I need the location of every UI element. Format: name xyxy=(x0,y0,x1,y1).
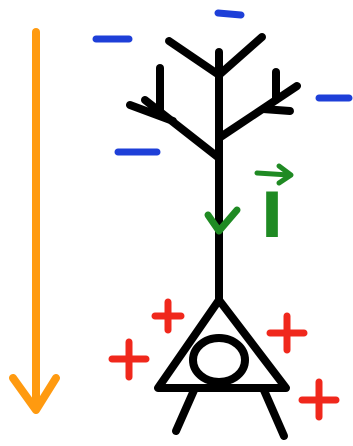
side-down-arrow-icon xyxy=(13,32,56,410)
current-vector-symbol: I xyxy=(257,166,291,252)
plus-sign-icon xyxy=(270,316,304,350)
minus-sign-icon xyxy=(218,13,241,15)
current-label: I xyxy=(260,179,283,252)
plus-sign-icon xyxy=(302,382,336,417)
plus-sign-icon xyxy=(112,342,146,377)
positive-charges xyxy=(112,302,336,417)
plus-sign-icon xyxy=(155,302,181,330)
